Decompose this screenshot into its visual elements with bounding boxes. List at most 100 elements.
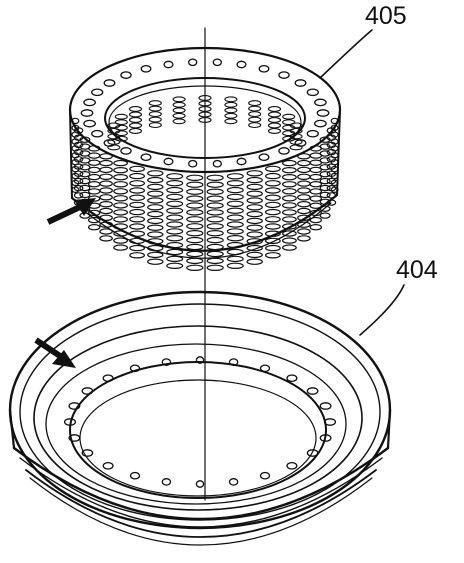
front-spring-coil — [79, 143, 91, 150]
rim-hole — [294, 79, 307, 87]
front-spring-coil — [147, 224, 164, 231]
front-spring-coil — [265, 208, 281, 216]
front-spring-coil — [206, 174, 224, 181]
front-spring-coil — [79, 150, 91, 157]
back-spring-coil — [282, 119, 296, 126]
front-spring-coil — [113, 209, 128, 216]
front-spring-coil — [206, 181, 224, 188]
front-spring-coil — [309, 145, 322, 152]
front-spring-coil — [166, 193, 184, 201]
front-spring-coil — [99, 180, 113, 187]
rim-hole — [163, 60, 174, 69]
front-spring-coil — [226, 200, 244, 207]
rim-hole — [80, 109, 94, 117]
front-spring-coil — [71, 165, 80, 173]
front-spring-coil — [326, 184, 337, 192]
front-spring-coil — [129, 194, 146, 201]
front-spring-coil — [297, 166, 311, 174]
front-spring-coil — [166, 241, 184, 249]
front-spring-coil — [71, 138, 80, 145]
front-spring-coil — [309, 166, 322, 174]
front-spring-coil — [326, 170, 337, 177]
base-hole — [306, 387, 319, 395]
callout-404: 404 — [396, 256, 438, 284]
front-spring-coil — [129, 165, 146, 173]
back-spring-coil — [248, 111, 262, 118]
front-spring-coil — [147, 238, 164, 245]
front-spring-coil — [246, 183, 263, 191]
front-spring-coil — [147, 244, 164, 252]
rim-hole — [278, 147, 290, 155]
front-spring-coil — [282, 159, 297, 167]
base-hole — [161, 478, 172, 486]
front-spring-coil — [73, 192, 84, 199]
front-spring-coil — [87, 209, 101, 217]
front-spring-coil — [309, 195, 322, 202]
front-spring-coil — [319, 205, 331, 212]
base-hole — [102, 461, 114, 470]
front-spring-coil — [147, 197, 164, 204]
back-spring-coil — [248, 122, 262, 129]
front-spring-coil — [99, 200, 113, 208]
front-spring-coil — [265, 172, 281, 180]
front-spring-coil — [246, 204, 263, 211]
front-spring-coil — [282, 223, 297, 230]
base-hole — [81, 387, 94, 395]
base-hole — [102, 374, 114, 383]
front-spring-coil — [297, 207, 311, 215]
front-spring-coil — [265, 252, 281, 259]
base-hole — [259, 364, 271, 373]
back-spring-coil — [148, 100, 162, 107]
front-spring-coil — [265, 201, 281, 209]
back-springs — [107, 95, 303, 151]
front-spring-coil — [326, 163, 337, 170]
front-spring-coil — [265, 194, 281, 201]
base-holes — [63, 356, 337, 488]
back-spring-coil — [148, 105, 162, 112]
front-spring-coil — [99, 207, 113, 215]
front-spring-coil — [71, 117, 80, 125]
front-spring-coil — [282, 216, 297, 223]
front-spring-coil — [309, 159, 322, 166]
rim-hole — [103, 139, 116, 147]
front-spring-coil — [99, 166, 113, 174]
front-spring-coil — [309, 223, 322, 231]
front-spring-coil — [297, 221, 311, 228]
front-spring-coil — [246, 190, 263, 197]
base-hole — [259, 471, 271, 480]
front-spring-coil — [206, 229, 224, 237]
front-spring-coil — [147, 258, 164, 265]
front-spring-coil — [186, 202, 204, 209]
callout-405: 405 — [365, 2, 407, 30]
base-hole — [129, 364, 141, 373]
back-spring-coil — [148, 116, 162, 123]
front-spring-coil — [309, 180, 322, 188]
front-spring-coil — [319, 136, 331, 143]
front-spring-coil — [166, 186, 184, 194]
front-spring-coil — [326, 192, 337, 199]
back-spring-coil — [267, 106, 282, 112]
front-spring-coil — [186, 229, 204, 237]
top-rim-holes — [80, 58, 330, 168]
front-spring-coil — [99, 187, 113, 194]
back-spring-coil — [267, 122, 282, 129]
rim-hole — [316, 109, 330, 117]
front-spring-coil — [297, 187, 311, 194]
front-spring-coil — [166, 173, 184, 180]
base-hole — [161, 358, 172, 366]
front-spring-coil — [206, 257, 224, 265]
front-spring-coil — [297, 235, 311, 242]
front-spring-coil — [147, 210, 164, 218]
arrow-upper — [46, 198, 96, 225]
rim-hole — [278, 71, 290, 79]
front-spring-coil — [71, 145, 80, 152]
front-spring-coil — [265, 223, 281, 230]
back-spring-coil — [148, 111, 162, 118]
rim-hole — [306, 129, 319, 138]
back-spring-coil — [114, 130, 128, 137]
front-spring-coil — [309, 216, 322, 224]
front-spring-coil — [113, 202, 128, 209]
front-spring-coil — [246, 210, 263, 218]
back-spring-coil — [148, 122, 162, 129]
back-spring-coil — [267, 128, 282, 134]
